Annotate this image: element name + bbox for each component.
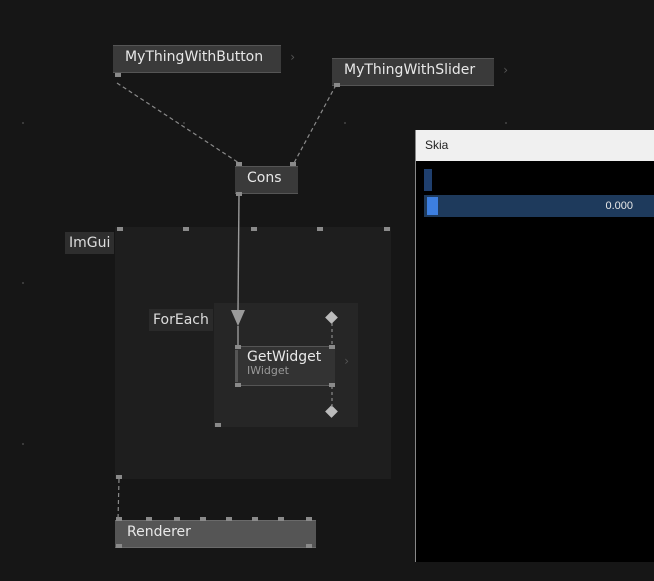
getwidget-left-border (235, 350, 238, 382)
renderer-input-pin[interactable] (116, 517, 122, 521)
renderer-input-pin[interactable] (200, 517, 206, 521)
node-title: MyThingWithButton (125, 49, 264, 65)
cons-input-pin-1[interactable] (236, 162, 242, 166)
node-title: MyThingWithSlider (344, 62, 476, 78)
renderer-output-pin[interactable] (116, 544, 122, 548)
skia-window[interactable]: Skia 0.000 (415, 130, 654, 562)
cons-node[interactable]: Cons (235, 166, 298, 194)
getwidget-state-in-pin[interactable] (329, 345, 335, 349)
node-title: Cons (247, 170, 282, 186)
cons-output-pin[interactable] (236, 192, 242, 196)
node-type-label: IWidget (247, 364, 289, 377)
chevron-right-icon[interactable]: › (503, 63, 508, 77)
button-node-output-pin[interactable] (115, 73, 121, 77)
slider-node-output-pin[interactable] (334, 83, 340, 87)
imgui-slider[interactable]: 0.000 (424, 195, 654, 217)
renderer-input-pin[interactable] (278, 517, 284, 521)
imgui-output-pin[interactable] (116, 475, 122, 479)
getwidget-input-pin[interactable] (235, 345, 241, 349)
my-thing-with-button-node[interactable]: MyThingWithButton › (113, 45, 295, 73)
get-widget-node[interactable]: GetWidget IWidget › (235, 346, 349, 386)
renderer-node[interactable]: Renderer (115, 520, 316, 548)
imgui-input-pin[interactable] (183, 227, 189, 231)
getwidget-output-pin[interactable] (235, 383, 241, 387)
imgui-button[interactable] (424, 169, 432, 191)
chevron-right-icon[interactable]: › (344, 354, 349, 368)
renderer-input-pin[interactable] (174, 517, 180, 521)
node-title: GetWidget (247, 349, 322, 365)
getwidget-state-out-pin[interactable] (329, 383, 335, 387)
my-thing-with-slider-node[interactable]: MyThingWithSlider › (332, 58, 508, 86)
cons-input-pin-2[interactable] (290, 162, 296, 166)
imgui-input-pin[interactable] (317, 227, 323, 231)
slider-grab-handle[interactable] (427, 197, 438, 215)
chevron-right-icon[interactable]: › (290, 50, 295, 64)
renderer-input-pin[interactable] (146, 517, 152, 521)
renderer-input-pin[interactable] (306, 517, 312, 521)
foreach-output-pin[interactable] (215, 423, 221, 427)
imgui-input-pin[interactable] (117, 227, 123, 231)
imgui-input-pin[interactable] (251, 227, 257, 231)
imgui-input-pin[interactable] (384, 227, 390, 231)
slider-value: 0.000 (605, 200, 633, 212)
foreach-label[interactable]: ForEach (149, 309, 213, 331)
skia-window-title[interactable]: Skia (416, 130, 654, 161)
renderer-output-pin[interactable] (306, 544, 312, 548)
renderer-input-pin[interactable] (252, 517, 258, 521)
node-title: Renderer (127, 524, 191, 540)
imgui-label[interactable]: ImGui (65, 232, 115, 254)
renderer-input-pin[interactable] (226, 517, 232, 521)
